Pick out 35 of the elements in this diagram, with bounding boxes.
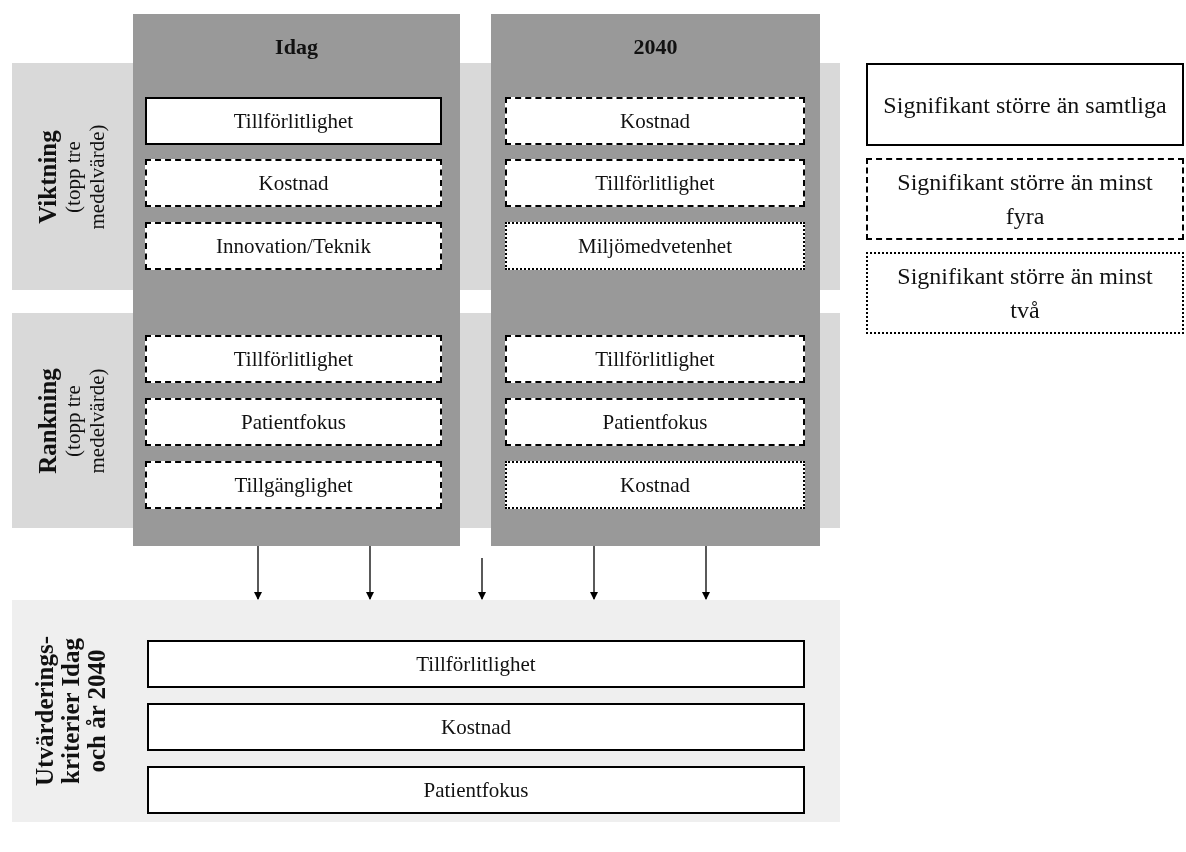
section-band — [12, 63, 133, 290]
section-band — [12, 313, 133, 528]
column-panel — [133, 14, 460, 546]
arrow — [702, 545, 710, 600]
section-heading: Rankning — [34, 367, 60, 474]
section-heading: Utvärderings- kriterier Idag och år 2040 — [32, 636, 110, 786]
section-heading: Viktning — [34, 129, 60, 224]
section-subheading: (topp tre medelvärde) — [60, 367, 108, 473]
column-panel — [491, 14, 820, 546]
legend-item: Signifikant större än samtliga — [866, 63, 1184, 146]
criterion-box: Kostnad — [145, 159, 442, 207]
criterion-box: Kostnad — [505, 461, 805, 509]
criterion-box: Tillgänglighet — [145, 461, 442, 509]
section-subheading: (topp tre medelvärde) — [60, 123, 108, 231]
criterion-box: Kostnad — [505, 97, 805, 145]
legend-item: Signifikant större än minst fyra — [866, 158, 1184, 240]
criterion-box: Patientfokus — [147, 766, 805, 814]
criterion-box: Innovation/Teknik — [145, 222, 442, 270]
arrow — [254, 545, 262, 600]
arrow — [478, 557, 486, 600]
legend-item: Signifikant större än minst två — [866, 252, 1184, 334]
criterion-box: Kostnad — [147, 703, 805, 751]
criterion-box: Miljömedvetenhet — [505, 222, 805, 270]
criterion-box: Patientfokus — [505, 398, 805, 446]
section-band — [12, 600, 840, 822]
column-heading: Idag — [275, 33, 318, 61]
arrow — [590, 545, 598, 600]
column-heading: 2040 — [633, 33, 678, 61]
arrow — [366, 545, 374, 600]
criterion-box: Tillförlitlighet — [505, 335, 805, 383]
criterion-box: Tillförlitlighet — [147, 640, 805, 688]
criterion-box: Patientfokus — [145, 398, 442, 446]
criterion-box: Tillförlitlighet — [505, 159, 805, 207]
criterion-box: Tillförlitlighet — [145, 97, 442, 145]
criterion-box: Tillförlitlighet — [145, 335, 442, 383]
